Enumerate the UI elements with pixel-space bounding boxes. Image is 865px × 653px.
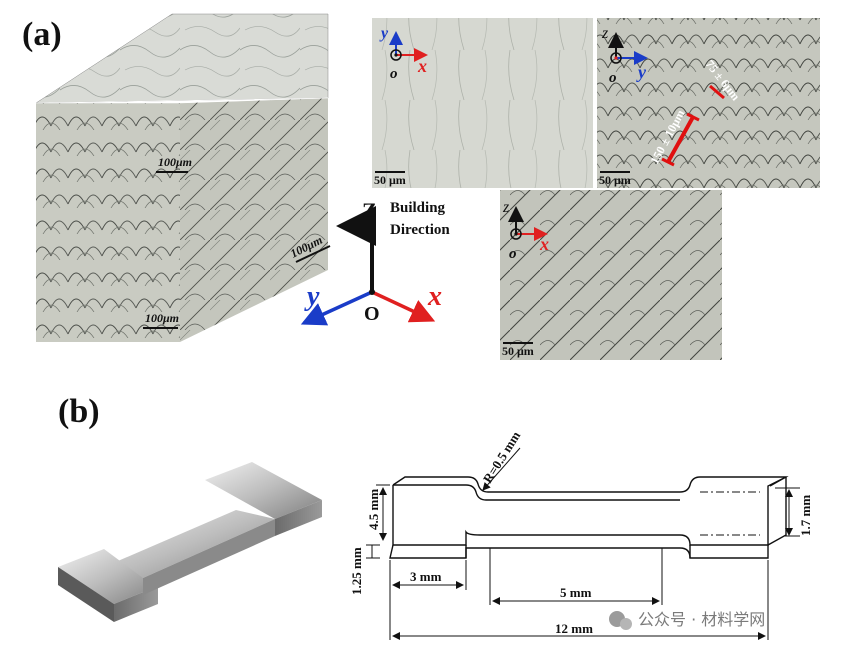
annot-large-bar [666, 116, 695, 163]
micrograph-xz-plane: z x o 50 μm [500, 190, 722, 360]
origin-label: O [364, 303, 380, 325]
z-axis-label: Z [362, 198, 377, 223]
micrograph-xz-image [500, 190, 722, 360]
panel-label-a: (a) [22, 16, 62, 53]
xz-scale-label: 50 μm [502, 344, 534, 358]
cube-scale-bottom-label: 100μm [145, 311, 179, 325]
annot-small-bar [709, 84, 725, 100]
x-axis-label: x [427, 281, 442, 312]
y-axis-label: y [304, 281, 320, 312]
coordinate-axes: Z x y O Building Direction [300, 198, 450, 326]
xy-axis-v-label: y [379, 25, 389, 42]
yz-axis-h-label: y [636, 62, 647, 82]
specimen-3d-render [58, 462, 322, 622]
xy-axis-h-label: x [417, 56, 427, 76]
building-direction-line1: Building [390, 200, 446, 216]
building-direction-line2: Direction [390, 222, 450, 238]
specimen-technical-drawing [366, 447, 800, 640]
xz-axis-v-label: z [502, 199, 510, 216]
micrograph-xy-plane: y x o 50 μm [372, 18, 593, 188]
cube-side-face [180, 98, 328, 342]
dim-radius: R=0.5 mm [480, 428, 524, 485]
dim-grip-length: 3 mm [410, 569, 442, 584]
yz-scale-label: 50 μm [599, 173, 631, 187]
cube-front-face [36, 103, 180, 342]
watermark: 公众号 · 材料学网 [609, 610, 765, 630]
x-axis-arrow [371, 290, 436, 323]
dim-height: 1.7 mm [798, 495, 813, 536]
xz-origin-label: o [509, 246, 517, 262]
cube-top-face [35, 13, 329, 104]
micrograph-yz-plane: z y o 75 ± 6μm 150 ± 10μm 50 μm [597, 18, 820, 188]
panel-label-b: (b) [58, 393, 100, 430]
y-axis-arrow [300, 290, 373, 326]
dim-total-length: 12 mm [555, 621, 593, 636]
micrograph-xy-image [372, 18, 593, 188]
yz-axis-v-label: z [601, 25, 609, 42]
microstructure-cube: 100μm 100μm 100μm [35, 13, 331, 342]
dim-gauge-length: 5 mm [560, 585, 592, 600]
watermark-text: 公众号 · 材料学网 [638, 610, 765, 629]
dim-thickness: 1.25 mm [349, 547, 364, 595]
micrograph-yz-image [597, 18, 820, 188]
dim-width: 4.5 mm [366, 489, 381, 530]
yz-origin-label: o [609, 70, 617, 86]
cube-scale-top-label: 100μm [158, 155, 192, 169]
cube-scalebar-right [295, 245, 331, 263]
xy-scale-label: 50 μm [374, 173, 406, 187]
xz-axis-h-label: x [539, 234, 549, 254]
xy-origin-label: o [390, 66, 398, 82]
